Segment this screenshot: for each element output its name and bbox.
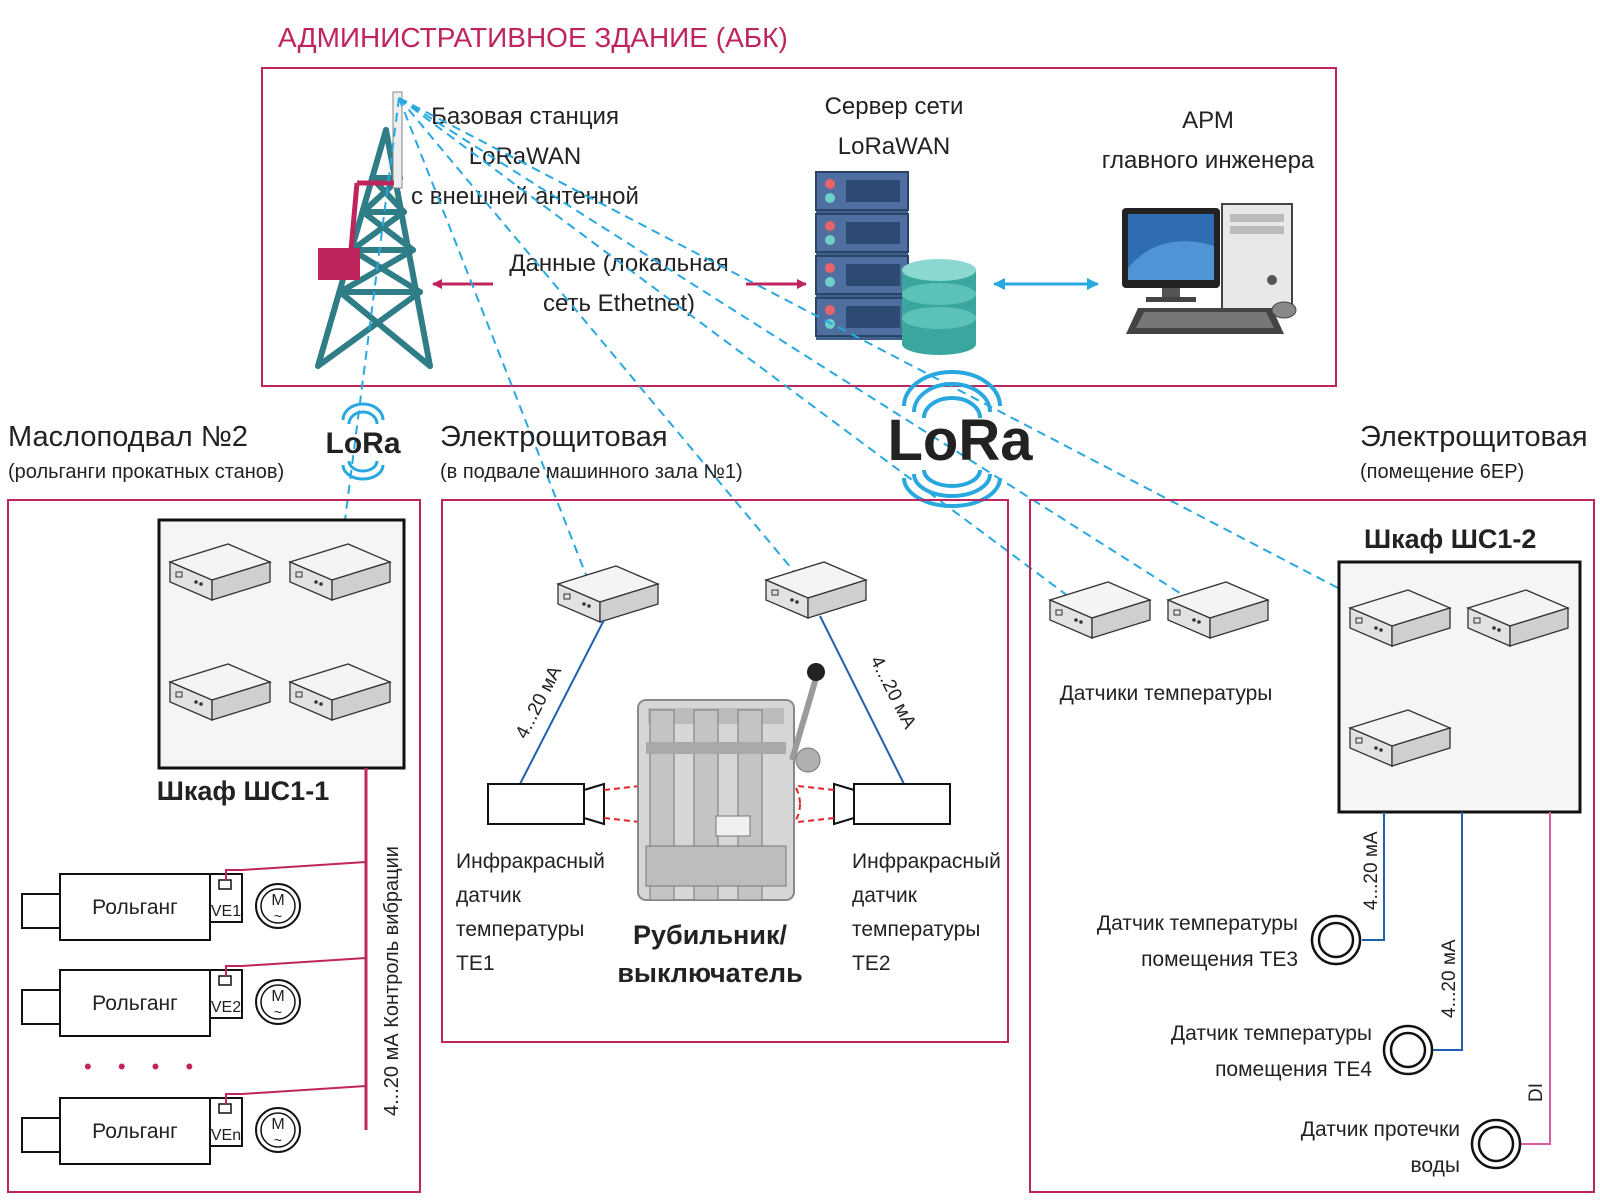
workstation-icon [1122,203,1297,334]
signal-label-right: 4...20 мА [866,653,921,733]
leak-label-2: воды [1411,1154,1461,1177]
te3-label-1: Датчик температуры [1097,912,1298,935]
roller-row-2: Рольганг VE2 M ~ [21,957,367,1037]
ir-te1-label-3: температуры [456,918,584,941]
lora-logo-small: LoRa [326,402,401,481]
base-station-label-2: LoRaWAN [469,143,581,170]
svg-text:M: M [271,892,284,909]
te4-label-2: помещения TE4 [1215,1058,1372,1081]
wire-te3 [1362,812,1385,941]
vibration-sensor-label: VEn [211,1127,241,1144]
admin-frame [261,67,1337,387]
vibration-bus-label: 4...20 мА Контроль вибрации [381,846,403,1116]
temp-sensors-label: Датчики температуры [1060,682,1273,705]
zone3-title: Электрощитовая [1360,421,1588,453]
ir-te1-label-4: TE1 [456,952,495,975]
arm-label-2: главного инженера [1102,147,1315,174]
data-link-label-1: Данные (локальная [509,250,728,277]
cabinet-shs1-2-label: Шкаф ШС1-2 [1364,524,1536,554]
room-temp-sensor-te3-icon [1310,914,1362,966]
zone2-subtitle: (в подвале машинного зала №1) [440,461,743,483]
signal-label-te3: 4...20 мА [1361,831,1382,910]
ir-sensor-te1-icon [487,782,605,826]
wire-te4 [1432,812,1463,1051]
zone1-frame [7,499,421,1193]
base-station-label-1: Базовая станция [431,103,619,130]
leak-label-1: Датчик протечки [1301,1118,1460,1141]
zone1-subtitle: (рольганги прокатных станов) [8,461,284,483]
signal-label-left: 4...20 мА [512,662,567,742]
lora-radio-links [344,97,1339,603]
radio-unit-icon [318,180,394,280]
motor-icon [255,1107,301,1153]
database-icon [902,259,976,355]
admin-title: АДМИНИСТРАТИВНОЕ ЗДАНИЕ (АБК) [278,22,788,53]
svg-text:~: ~ [274,1004,282,1020]
ir-te2-label-4: TE2 [852,952,891,975]
signal-label-te4: 4...20 мА [1439,939,1460,1018]
te4-label-1: Датчик температуры [1171,1022,1372,1045]
ir-te2-label-1: Инфракрасный [852,850,1001,873]
ir-te2-label-2: датчик [852,884,918,907]
svg-text:~: ~ [274,1132,282,1148]
temp-sensor-device [1049,581,1151,639]
server-rack-icon [815,171,909,340]
ir-te1-label-1: Инфракрасный [456,850,605,873]
antenna-icon [392,91,403,189]
vibration-sensor-label: VE2 [211,999,241,1016]
roller-label: Рольганг [92,1120,178,1143]
motor-icon [255,979,301,1025]
disconnect-switch-image [637,663,825,901]
wire-leak [1520,812,1551,1145]
roller-label: Рольганг [92,992,178,1015]
zone1-title: Маслоподвал №2 [8,421,248,453]
vibration-sensor-label: VE1 [211,903,241,920]
ir-te1-label-2: датчик [456,884,522,907]
base-station-tower-icon [315,127,433,369]
data-link-label-2: сеть Ethetnet) [543,290,695,317]
ir-te2-label-3: температуры [852,918,980,941]
roller-ellipsis: • • • • [84,1054,203,1079]
cabinet-shs1-1-label: Шкаф ШС1-1 [157,776,329,806]
svg-text:~: ~ [274,908,282,924]
zone3-subtitle: (помещение 6ЕР) [1360,461,1524,483]
svg-text:M: M [271,1116,284,1133]
zone2-frame [441,499,1009,1043]
svg-text:M: M [271,988,284,1005]
arm-label-1: АРМ [1182,107,1234,134]
roller-label: Рольганг [92,896,178,919]
zone2-device [765,561,867,619]
lora-logo-large: LoRa [888,370,1034,508]
zone3-frame [1029,499,1595,1193]
motor-icon [255,883,301,929]
switch-label-2: выключатель [617,958,802,988]
roller-row-n: Рольганг VEn M ~ [21,1085,367,1165]
server-label-1: Сервер сети [825,93,964,120]
water-leak-sensor-icon [1470,1118,1522,1170]
svg-text:LoRa: LoRa [326,427,401,460]
switch-label-1: Рубильник/ [633,920,787,950]
zone2-title: Электрощитовая [440,421,668,453]
room-temp-sensor-te4-icon [1382,1024,1434,1076]
te3-label-2: помещения TE3 [1141,948,1298,971]
temp-sensor-device [1167,581,1269,639]
ir-sensor-te2-icon [833,782,951,826]
server-label-2: LoRaWAN [838,133,950,160]
zone2-device [557,565,659,623]
signal-label-leak: DI [1526,1083,1547,1102]
svg-text:LoRa: LoRa [888,408,1034,473]
base-station-label-3: с внешней антенной [411,183,639,210]
roller-row-1: Рольганг VE1 M ~ [21,861,367,941]
